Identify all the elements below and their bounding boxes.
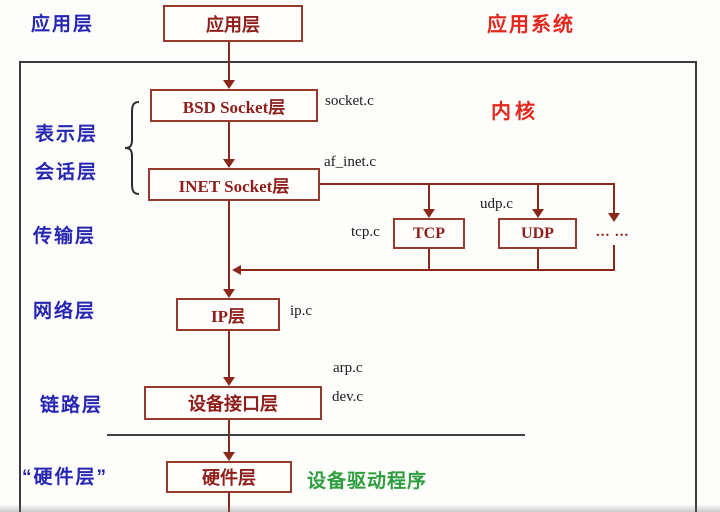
osi-label-hardware: “硬件层” (22, 467, 109, 488)
osi-label-presentation: 表示层 (35, 124, 99, 145)
arrowhead-into-hardware (223, 452, 235, 461)
box-application-layer: 应用层 (163, 5, 303, 42)
annotation-device-driver: 设备驱动程序 (307, 471, 428, 492)
box-inet-socket-label: INET Socket层 (178, 177, 290, 196)
connector-branch-to-others (613, 183, 615, 214)
file-label-dev: dev.c (332, 389, 364, 405)
connector-inet-to-ip (228, 201, 230, 290)
arrowhead-merge-left (232, 265, 241, 275)
box-ip-layer: IP层 (176, 298, 280, 331)
box-application-label: 应用层 (206, 14, 260, 35)
osi-label-application: 应用层 (31, 14, 95, 35)
file-label-arp: arp.c (333, 360, 363, 376)
annotation-app-system: 应用系统 (487, 14, 575, 36)
box-device-interface-label: 设备接口层 (188, 394, 278, 414)
connector-branch-to-tcp (428, 183, 430, 211)
box-bsd-socket-layer: BSD Socket层 (150, 89, 318, 122)
file-label-tcp: tcp.c (351, 224, 380, 240)
other-protocols-ellipsis: ... ... (596, 224, 630, 240)
connector-others-to-merge (613, 245, 615, 271)
arrowhead-into-device (223, 377, 235, 386)
box-inet-socket-layer: INET Socket层 (148, 168, 320, 201)
bottom-edge-fade (0, 504, 720, 512)
arrowhead-into-others (608, 213, 620, 222)
file-label-socket: socket.c (325, 93, 374, 109)
osi-label-session: 会话层 (35, 162, 99, 183)
arrowhead-into-bsd (223, 80, 235, 89)
connector-tcp-to-merge (428, 249, 430, 271)
arrowhead-into-tcp (423, 209, 435, 218)
connector-branch-to-udp (537, 183, 539, 211)
box-tcp-label: TCP (413, 224, 445, 242)
box-ip-label: IP层 (211, 307, 245, 326)
box-bsd-socket-label: BSD Socket层 (182, 98, 286, 117)
box-device-interface-layer: 设备接口层 (144, 386, 322, 420)
box-tcp: TCP (393, 218, 465, 249)
connector-merge-line (240, 269, 615, 271)
connector-bsd-to-inet (228, 122, 230, 160)
osi-label-link: 链路层 (40, 395, 104, 416)
annotation-kernel: 内核 (491, 101, 539, 123)
osi-label-transport: 传输层 (33, 226, 97, 247)
osi-label-network: 网络层 (33, 301, 97, 322)
box-udp: UDP (498, 218, 577, 249)
connector-inet-branch (320, 183, 615, 185)
connector-udp-to-merge (537, 249, 539, 271)
connector-hardware-down (228, 493, 230, 512)
file-label-ip: ip.c (290, 303, 313, 319)
file-label-udp: udp.c (480, 196, 513, 212)
connector-device-to-hardware (228, 420, 230, 453)
box-hardware-layer: 硬件层 (166, 461, 292, 493)
file-label-af-inet: af_inet.c (324, 154, 377, 170)
brace-presentation-session (124, 101, 140, 195)
box-udp-label: UDP (521, 224, 554, 242)
box-hardware-label: 硬件层 (202, 468, 256, 488)
connector-app-to-bsd (228, 42, 230, 82)
kernel-frame (19, 61, 697, 512)
arrowhead-into-inet (223, 159, 235, 168)
hardware-separator-line (107, 434, 525, 436)
arrowhead-into-udp (532, 209, 544, 218)
arrowhead-into-ip (223, 289, 235, 298)
connector-ip-to-device (228, 331, 230, 378)
